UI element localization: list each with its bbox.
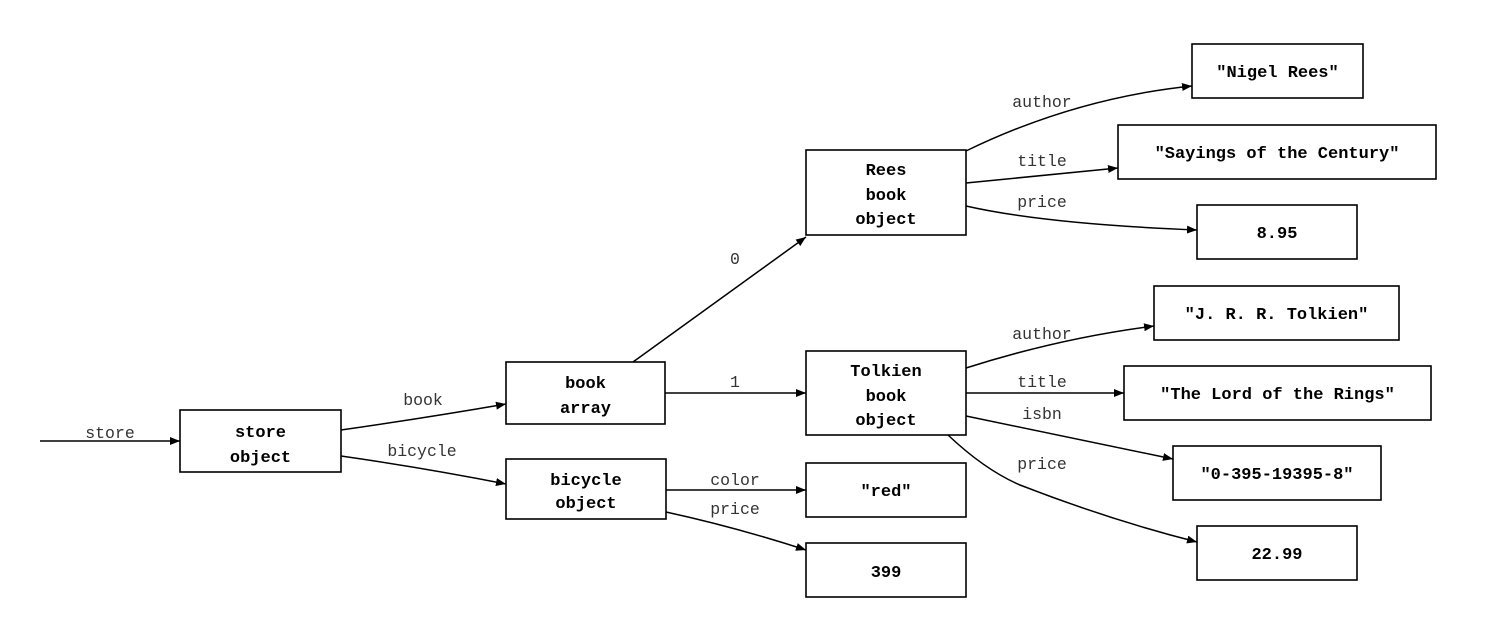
node-book-array: book array: [505, 361, 666, 425]
node-label-line: "red": [860, 483, 911, 502]
node-value-tolkien: "J. R. R. Tolkien": [1153, 285, 1400, 341]
node-label-line: book: [866, 187, 907, 206]
edge-label-bicycle: bicycle: [387, 442, 456, 461]
edge-rees-author: author: [965, 83, 1193, 152]
edge-label-0: 0: [730, 250, 740, 269]
node-label-line: 399: [871, 564, 902, 583]
edge-label-rees-price: price: [1017, 193, 1067, 212]
edge-label-bicycle-price: price: [710, 500, 760, 519]
node-value-399: 399: [805, 542, 967, 598]
node-label-line: "Sayings of the Century": [1155, 145, 1400, 164]
node-label-line: Tolkien: [850, 363, 921, 382]
edge-label-tolkien-title: title: [1017, 373, 1067, 392]
edge-label-rees-title: title: [1017, 152, 1067, 171]
node-value-sayings: "Sayings of the Century": [1117, 124, 1437, 180]
edge-entry-store: store: [40, 424, 180, 445]
node-value-nigel-rees: "Nigel Rees": [1191, 43, 1364, 99]
node-tolkien-book-object: Tolkien book object: [805, 350, 967, 436]
edge-label-tolkien-isbn: isbn: [1022, 405, 1062, 424]
edge-bicycle-color: color: [666, 471, 806, 494]
node-value-isbn: "0-395-19395-8": [1172, 445, 1382, 501]
node-label-line: book: [565, 375, 606, 394]
node-label-line: object: [555, 495, 616, 514]
edge-store-book: book: [340, 391, 507, 431]
edge-label-book: book: [403, 391, 443, 410]
node-value-22-99: 22.99: [1196, 525, 1358, 581]
node-label-line: bicycle: [550, 472, 621, 491]
node-label-line: store: [235, 424, 286, 443]
node-label-line: "The Lord of the Rings": [1160, 386, 1395, 405]
node-label-line: array: [560, 400, 611, 419]
node-label-line: 22.99: [1251, 546, 1302, 565]
node-rees-book-object: Rees book object: [805, 149, 967, 236]
node-label-line: object: [855, 211, 916, 230]
node-label-line: 8.95: [1257, 225, 1298, 244]
edges: store book bicycle 0 1 color price: [40, 83, 1198, 551]
edge-bicycle-price: price: [665, 500, 807, 551]
node-label-line: Rees: [866, 162, 907, 181]
edge-rees-price: price: [965, 193, 1198, 234]
node-label-line: object: [855, 412, 916, 431]
edge-book-rees: 0: [632, 236, 807, 363]
edge-label-1: 1: [730, 373, 740, 392]
node-label-line: book: [866, 388, 907, 407]
edge-rees-title: title: [965, 152, 1119, 184]
node-value-red: "red": [805, 462, 967, 518]
edge-store-bicycle: bicycle: [340, 442, 507, 486]
edge-label-rees-author: author: [1012, 93, 1071, 112]
edge-tolkien-title: title: [966, 373, 1124, 397]
edge-tolkien-isbn: isbn: [965, 405, 1174, 461]
edge-tolkien-price: price: [947, 434, 1198, 544]
node-value-8-95: 8.95: [1196, 204, 1358, 260]
edge-label-color: color: [710, 471, 760, 490]
node-label-line: "Nigel Rees": [1216, 64, 1338, 83]
edge-label-tolkien-price: price: [1017, 455, 1067, 474]
node-value-lord-of-the-rings: "The Lord of the Rings": [1123, 365, 1432, 421]
edge-tolkien-author: author: [965, 323, 1155, 369]
edge-label-tolkien-author: author: [1012, 325, 1071, 344]
node-store-object: store object: [179, 409, 342, 473]
edge-book-tolkien: 1: [665, 373, 806, 397]
node-bicycle-object: bicycle object: [505, 458, 667, 520]
edge-label-entry: store: [85, 424, 135, 443]
node-label-line: "J. R. R. Tolkien": [1185, 306, 1369, 325]
node-label-line: object: [230, 449, 291, 468]
nodes: store object book array bicycle object R…: [179, 43, 1437, 598]
node-label-line: "0-395-19395-8": [1200, 466, 1353, 485]
